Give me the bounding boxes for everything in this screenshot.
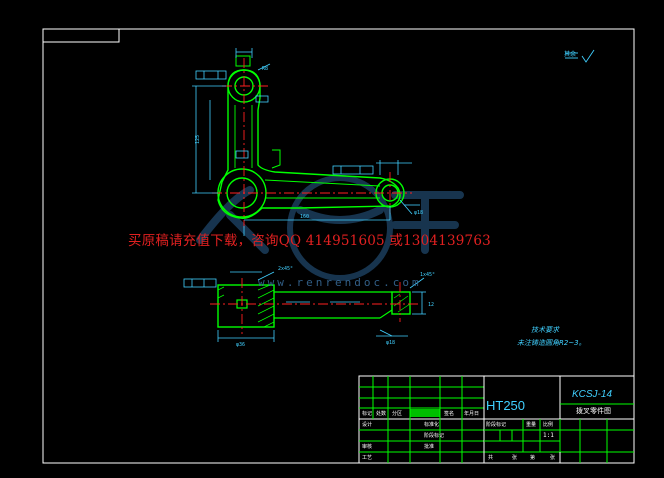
watermark-text: 买原稿请充值下载，咨询QQ 414951605 或1304139763	[128, 233, 491, 249]
svg-text:年月日: 年月日	[464, 410, 479, 417]
material-label: HT250	[486, 398, 526, 413]
svg-text:批准: 批准	[424, 443, 434, 450]
watermark-logo	[196, 175, 464, 281]
svg-text:125: 125	[195, 135, 201, 144]
svg-text:φ18: φ18	[414, 210, 423, 216]
roughness-symbol	[565, 49, 595, 63]
corner-label-box	[42, 28, 120, 43]
drawing-number: KCSJ-14	[572, 389, 613, 400]
svg-text:审核: 审核	[362, 443, 372, 450]
part-name: 拨叉零件图	[576, 407, 611, 415]
svg-text:处数: 处数	[376, 410, 386, 417]
svg-text:第: 第	[530, 454, 535, 461]
svg-text:φ18: φ18	[386, 340, 395, 346]
svg-text:1x45°: 1x45°	[420, 272, 435, 278]
svg-text:标记: 标记	[362, 410, 372, 417]
scale-value: 1:1	[543, 432, 554, 439]
main-view: 125 R8 160 φ18	[192, 48, 423, 236]
svg-text:重量: 重量	[526, 421, 536, 428]
svg-text:工艺: 工艺	[362, 455, 372, 461]
svg-text:设计: 设计	[362, 421, 372, 428]
svg-text:分区: 分区	[392, 410, 402, 417]
svg-text:签名: 签名	[444, 410, 454, 417]
svg-text:160: 160	[300, 214, 309, 220]
svg-text:张: 张	[512, 454, 517, 461]
svg-text:φ36: φ36	[236, 342, 245, 348]
tech-requirements-heading: 技术要求	[531, 326, 559, 334]
svg-text:张: 张	[550, 454, 555, 461]
drawing-frame	[42, 28, 635, 464]
svg-text:比例: 比例	[543, 421, 553, 428]
svg-text:12: 12	[428, 302, 434, 308]
section-view: φ36 φ18 2x45° 1x45° 12	[183, 266, 435, 348]
section-right-boss	[391, 291, 411, 315]
roughness-other-label: 其余	[564, 51, 577, 58]
svg-text:R8: R8	[262, 66, 268, 72]
svg-text:阶段标记: 阶段标记	[424, 432, 444, 439]
svg-text:共: 共	[488, 454, 493, 461]
watermark-url: www.renrendoc.com	[258, 276, 422, 289]
title-block	[358, 375, 635, 464]
svg-text:2x45°: 2x45°	[278, 266, 293, 272]
svg-text:标准化: 标准化	[424, 421, 439, 428]
tech-requirements-line1: 未注铸造圆角R2~3。	[517, 339, 586, 347]
svg-text:阶段标记: 阶段标记	[486, 421, 506, 428]
